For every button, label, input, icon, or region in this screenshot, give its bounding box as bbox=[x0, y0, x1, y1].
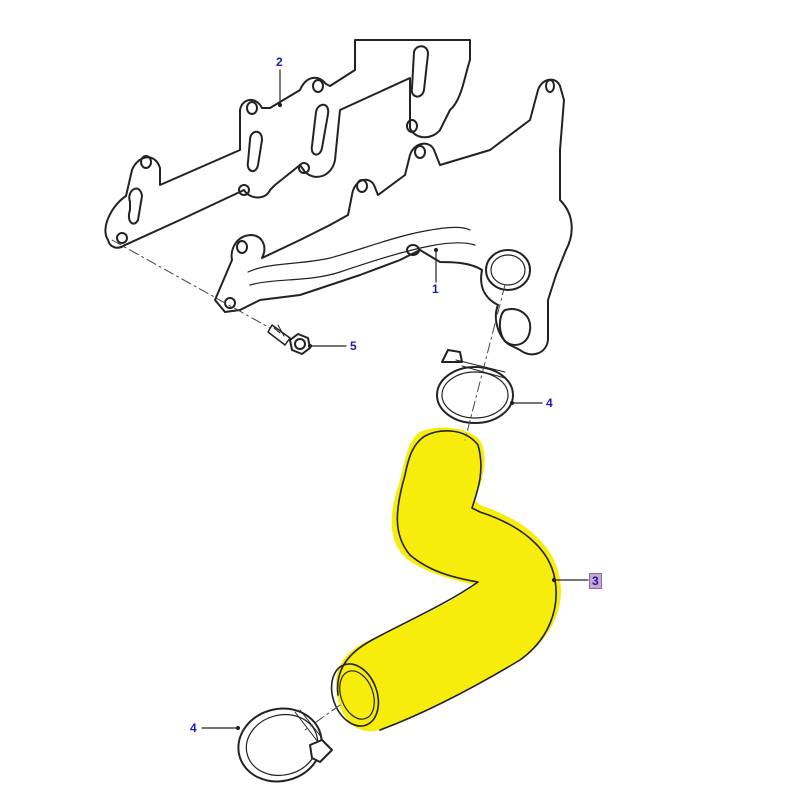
assembly-centerlines bbox=[111, 239, 506, 731]
clamp-lower-part-4[interactable] bbox=[230, 699, 333, 790]
callout-label-1[interactable]: 1 bbox=[432, 282, 439, 296]
leader-lines bbox=[201, 69, 589, 731]
callout-label-4-lower[interactable]: 4 bbox=[190, 721, 197, 735]
clamp-upper-part-4[interactable] bbox=[436, 349, 514, 424]
callout-label-3-selected[interactable]: 3 bbox=[589, 573, 602, 589]
callout-label-5[interactable]: 5 bbox=[350, 339, 357, 353]
callout-label-2[interactable]: 2 bbox=[276, 55, 283, 69]
callout-label-4-upper[interactable]: 4 bbox=[546, 396, 553, 410]
bolt-part-5[interactable] bbox=[267, 324, 311, 355]
hose-part-3[interactable] bbox=[323, 427, 561, 732]
gasket-part-2[interactable] bbox=[104, 39, 471, 249]
manifold-part-1[interactable] bbox=[214, 78, 573, 356]
